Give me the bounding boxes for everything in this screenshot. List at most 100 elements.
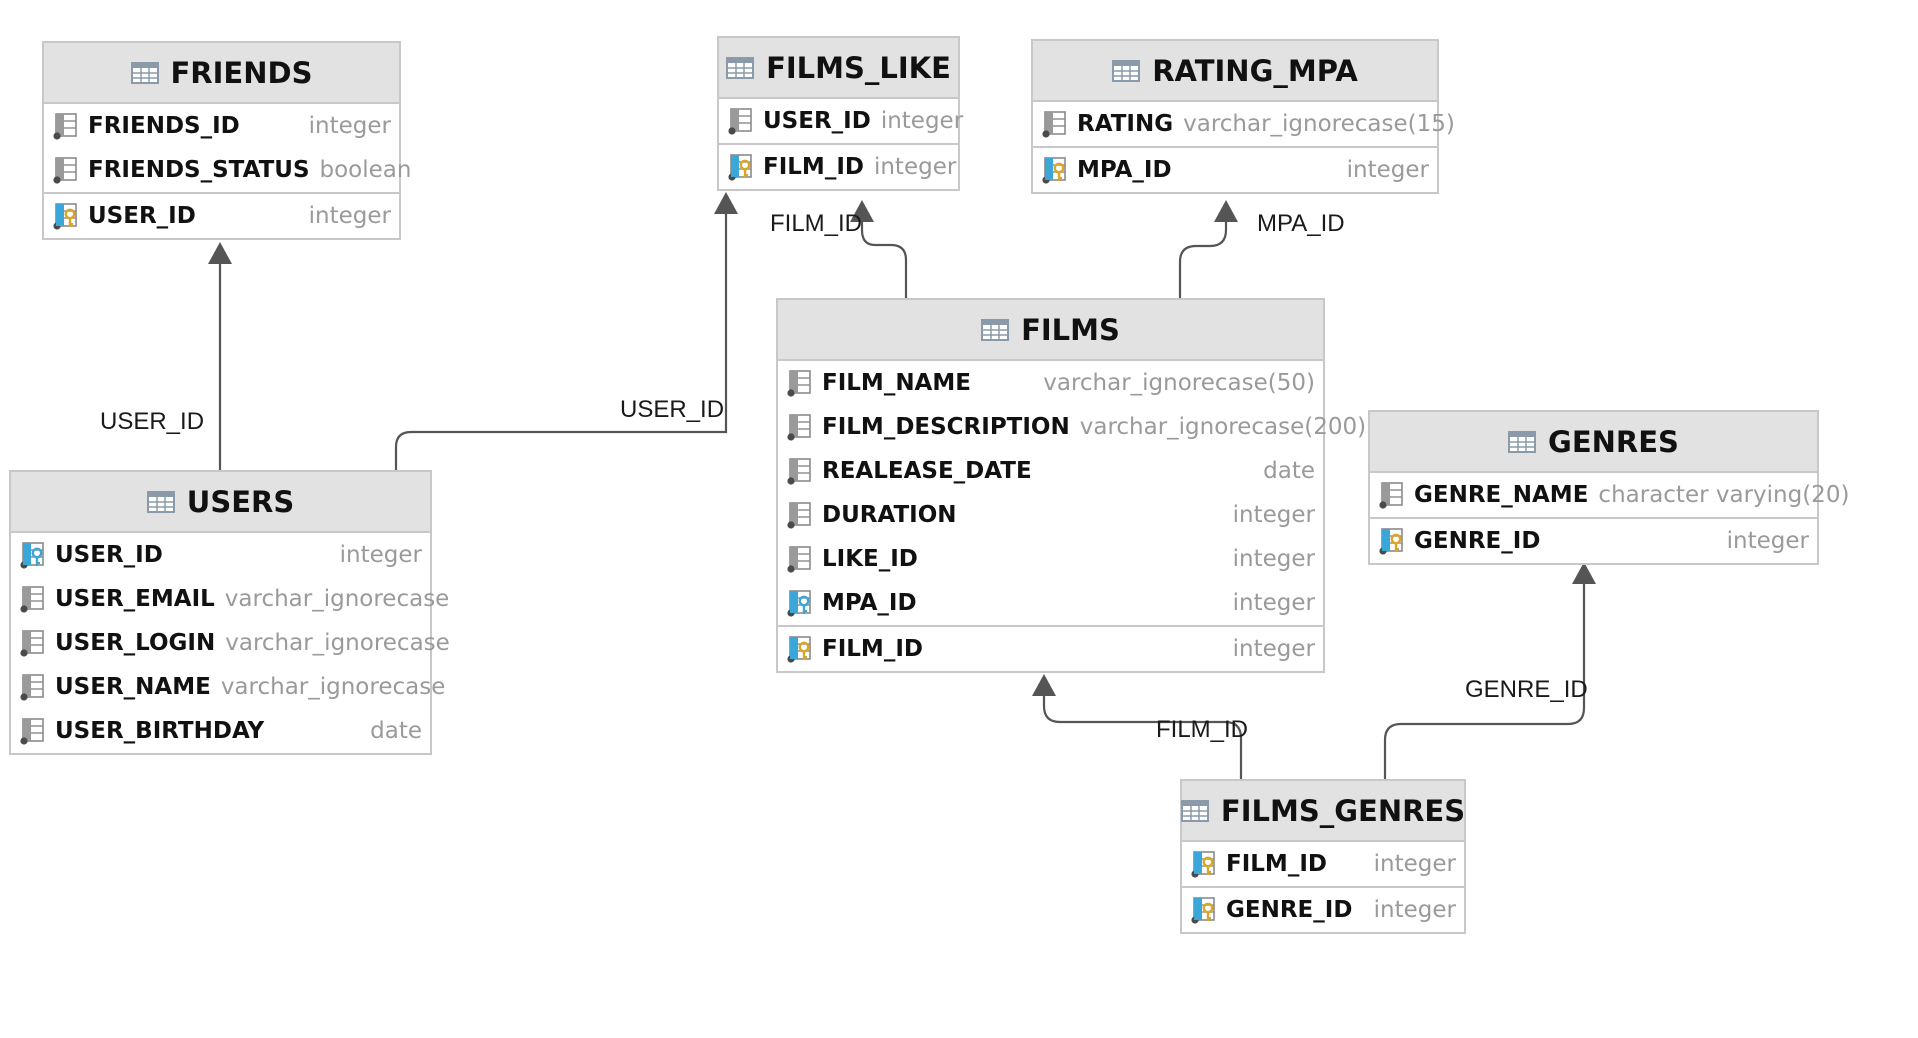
table-rating-mpa[interactable]: RATING_MPA RATING varchar_ignorecase(15) MP… [1031, 39, 1455, 194]
arrowhead [208, 242, 232, 264]
table-title: FRIENDS [170, 55, 313, 90]
table-header[interactable]: FILMS_GENRES [1180, 781, 1466, 842]
column-row[interactable]: USER_ID integer [719, 99, 963, 143]
column-type: integer [1726, 528, 1809, 554]
column-row[interactable]: RATING varchar_ignorecase(15) [1033, 102, 1455, 146]
column-name: FRIENDS_STATUS [88, 157, 310, 183]
column-name: MPA_ID [822, 590, 917, 616]
foreign-key-icon [53, 203, 77, 230]
column-row[interactable]: FILM_ID integer [719, 143, 958, 189]
column-name: USER_EMAIL [55, 586, 215, 612]
column-icon [787, 458, 811, 485]
column-row[interactable]: GENRE_ID integer [1182, 886, 1464, 932]
relation-films-rating-mpa [1178, 200, 1238, 298]
column-type: varchar_ignorecase(15) [1183, 111, 1455, 137]
column-icon [20, 718, 44, 745]
reference-key-icon [20, 542, 44, 569]
column-type: integer [1373, 897, 1456, 923]
column-type: integer [1232, 636, 1315, 662]
table-header[interactable]: RATING_MPA [1033, 41, 1437, 102]
column-name: FILM_DESCRIPTION [822, 414, 1070, 440]
edge-label-films-genres-genres: GENRE_ID [1465, 676, 1588, 703]
reference-key-icon [787, 590, 811, 617]
column-name: FILM_NAME [822, 370, 971, 396]
column-name: RATING [1077, 111, 1174, 137]
table-icon [1112, 59, 1141, 82]
column-type: integer [873, 154, 957, 180]
column-name: FILM_ID [763, 154, 864, 180]
arrowhead [714, 192, 738, 214]
column-icon [787, 502, 811, 529]
column-name: USER_LOGIN [55, 630, 216, 656]
foreign-key-icon [1042, 157, 1066, 184]
arrowhead [1572, 562, 1596, 584]
foreign-key-icon [1191, 897, 1215, 924]
column-icon [787, 370, 811, 397]
column-type: integer [308, 113, 391, 139]
table-icon [130, 61, 159, 84]
relation-users-films-like [394, 192, 738, 470]
arrowhead [1214, 200, 1238, 222]
column-icon [53, 157, 77, 184]
table-title: FILMS_LIKE [766, 50, 951, 85]
column-name: USER_ID [88, 203, 196, 229]
column-name: USER_ID [763, 108, 871, 134]
column-icon [787, 546, 811, 573]
column-type: integer [880, 108, 964, 134]
table-title: USERS [186, 484, 295, 519]
table-header[interactable]: FILMS_LIKE [719, 38, 958, 99]
column-name: GENRE_ID [1226, 897, 1353, 923]
column-icon [728, 108, 752, 135]
arrowhead [1032, 674, 1056, 696]
column-type: integer [308, 203, 391, 229]
table-header[interactable]: GENRES [1370, 412, 1817, 473]
column-row[interactable]: USER_EMAIL varchar_ignorecase [11, 577, 449, 621]
column-icon [20, 674, 44, 701]
foreign-key-icon [1379, 528, 1403, 555]
table-header[interactable]: FILMS [778, 300, 1323, 361]
table-title: FILMS_GENRES [1220, 793, 1466, 828]
relation-films-genres-genres [1383, 562, 1596, 779]
column-type: varchar_ignorecase [224, 586, 450, 612]
column-row[interactable]: GENRE_ID integer [1370, 517, 1817, 563]
column-type: integer [339, 542, 422, 568]
column-icon [20, 630, 44, 657]
table-title: RATING_MPA [1152, 53, 1358, 88]
table-header[interactable]: FRIENDS [44, 43, 399, 104]
foreign-key-icon [1191, 851, 1215, 878]
table-icon [146, 490, 175, 513]
column-icon [1379, 482, 1403, 509]
column-name: GENRE_ID [1414, 528, 1541, 554]
table-title: GENRES [1548, 424, 1679, 459]
column-type: integer [1232, 546, 1315, 572]
edge-label-films-genres-films: FILM_ID [1156, 716, 1249, 743]
column-row[interactable]: USER_ID integer [44, 192, 399, 238]
column-icon [1042, 111, 1066, 138]
column-icon [20, 586, 44, 613]
table-header[interactable]: USERS [11, 472, 430, 533]
edge-label-films-rating-mpa: MPA_ID [1257, 210, 1345, 237]
table-icon [726, 56, 755, 79]
